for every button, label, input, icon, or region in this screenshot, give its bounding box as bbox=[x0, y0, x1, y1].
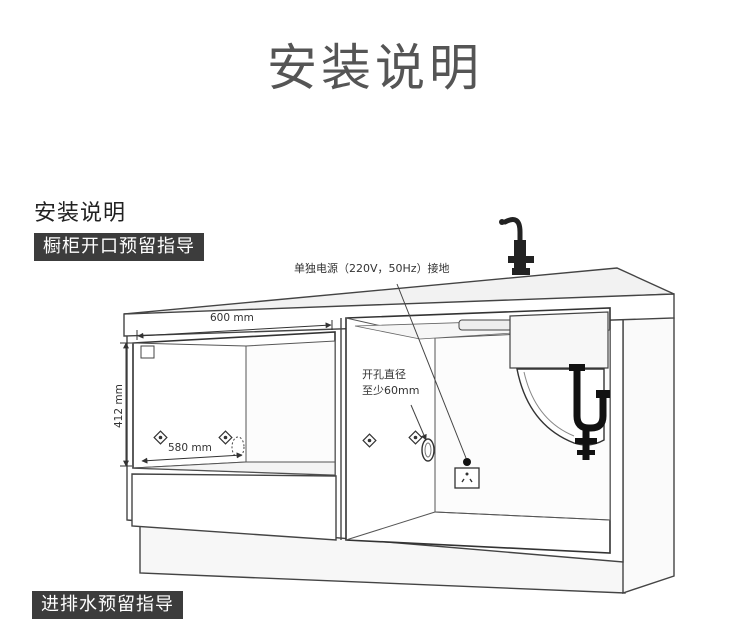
drain-guide-label: 进排水预留指导 bbox=[32, 591, 183, 619]
page-title: 安装说明 bbox=[267, 39, 483, 97]
cabinet-opening-label: 橱柜开口预留指导 bbox=[34, 233, 204, 261]
sink-box bbox=[509, 311, 609, 369]
oven-floor bbox=[132, 461, 336, 476]
oven-bracket bbox=[140, 345, 155, 359]
power-supply-note: 单独电源（220V，50Hz）接地 bbox=[294, 261, 450, 275]
dimension-height-label: 412 mm bbox=[113, 384, 125, 428]
power-outlet-icon bbox=[454, 467, 480, 489]
hole-diameter-note-2: 至少60mm bbox=[362, 384, 419, 397]
valve-icon bbox=[153, 430, 423, 448]
drawer-front bbox=[131, 473, 337, 541]
sink-rim bbox=[458, 319, 516, 331]
dimension-depth-label: 580 mm bbox=[168, 442, 212, 454]
faucet-icon bbox=[499, 217, 534, 275]
hole-diameter-note-1: 开孔直径 bbox=[362, 367, 406, 381]
section-title: 安装说明 bbox=[34, 201, 127, 226]
dimension-width-label: 600 mm bbox=[210, 312, 254, 324]
pipe-hole bbox=[421, 438, 435, 462]
cabinet-side bbox=[622, 288, 675, 594]
oven-back-wall bbox=[245, 340, 336, 463]
drain-pipe bbox=[573, 370, 607, 432]
